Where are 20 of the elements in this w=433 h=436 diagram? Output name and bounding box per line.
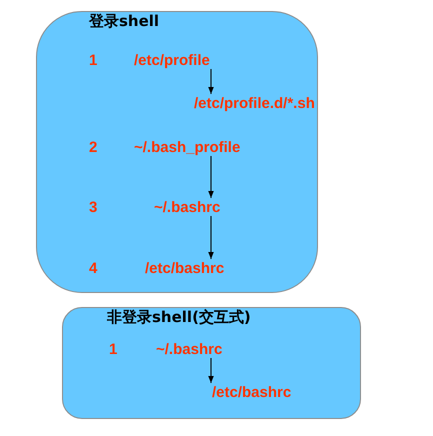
- file-path: /etc/bashrc: [212, 384, 292, 402]
- file-path: ~/.bashrc: [154, 199, 220, 217]
- file-path: ~/.bashrc: [156, 341, 222, 359]
- panel-title: 非登录shell(交互式): [107, 308, 251, 326]
- arrow: [208, 358, 214, 384]
- file-path: /etc/bashrc: [145, 260, 224, 278]
- arrow: [208, 68, 214, 94]
- step-number: 4: [89, 260, 98, 278]
- panel-title: 登录shell: [89, 12, 160, 30]
- step-number: 1: [89, 52, 98, 70]
- file-path: ~/.bash_profile: [134, 139, 240, 157]
- file-path: /etc/profile.d/*.sh: [194, 95, 315, 113]
- step-number: 1: [109, 341, 118, 359]
- rounded-panel: [36, 11, 318, 293]
- arrow: [208, 156, 214, 198]
- rounded-panel: [62, 307, 361, 419]
- arrow: [208, 216, 214, 260]
- step-number: 2: [89, 139, 98, 157]
- file-path: /etc/profile: [134, 52, 210, 70]
- step-number: 3: [89, 199, 98, 217]
